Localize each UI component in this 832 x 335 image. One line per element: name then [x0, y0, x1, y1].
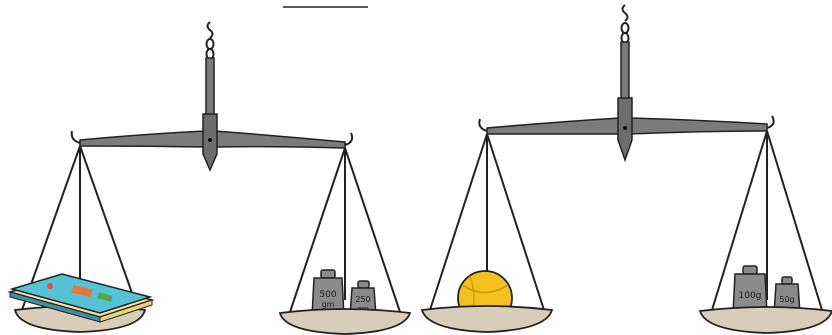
- balance-stem: [206, 58, 214, 116]
- right-pan: [700, 307, 832, 333]
- weight-50g-label: 50g: [779, 295, 794, 304]
- left-balance: 500 gm 250 gm: [10, 22, 410, 334]
- hook-icon: [622, 5, 629, 43]
- hook-icon: [207, 22, 214, 59]
- balance-stem: [621, 42, 629, 100]
- right-pan: [280, 309, 410, 334]
- weight-500g-unit: gm: [322, 300, 335, 309]
- weight-100g-label: 100g: [739, 291, 762, 301]
- right-balance: 100g 50g: [422, 5, 832, 333]
- weight-500g-label: 500: [319, 290, 336, 300]
- left-pan: [422, 306, 552, 332]
- weight-250g-label: 250: [355, 295, 370, 304]
